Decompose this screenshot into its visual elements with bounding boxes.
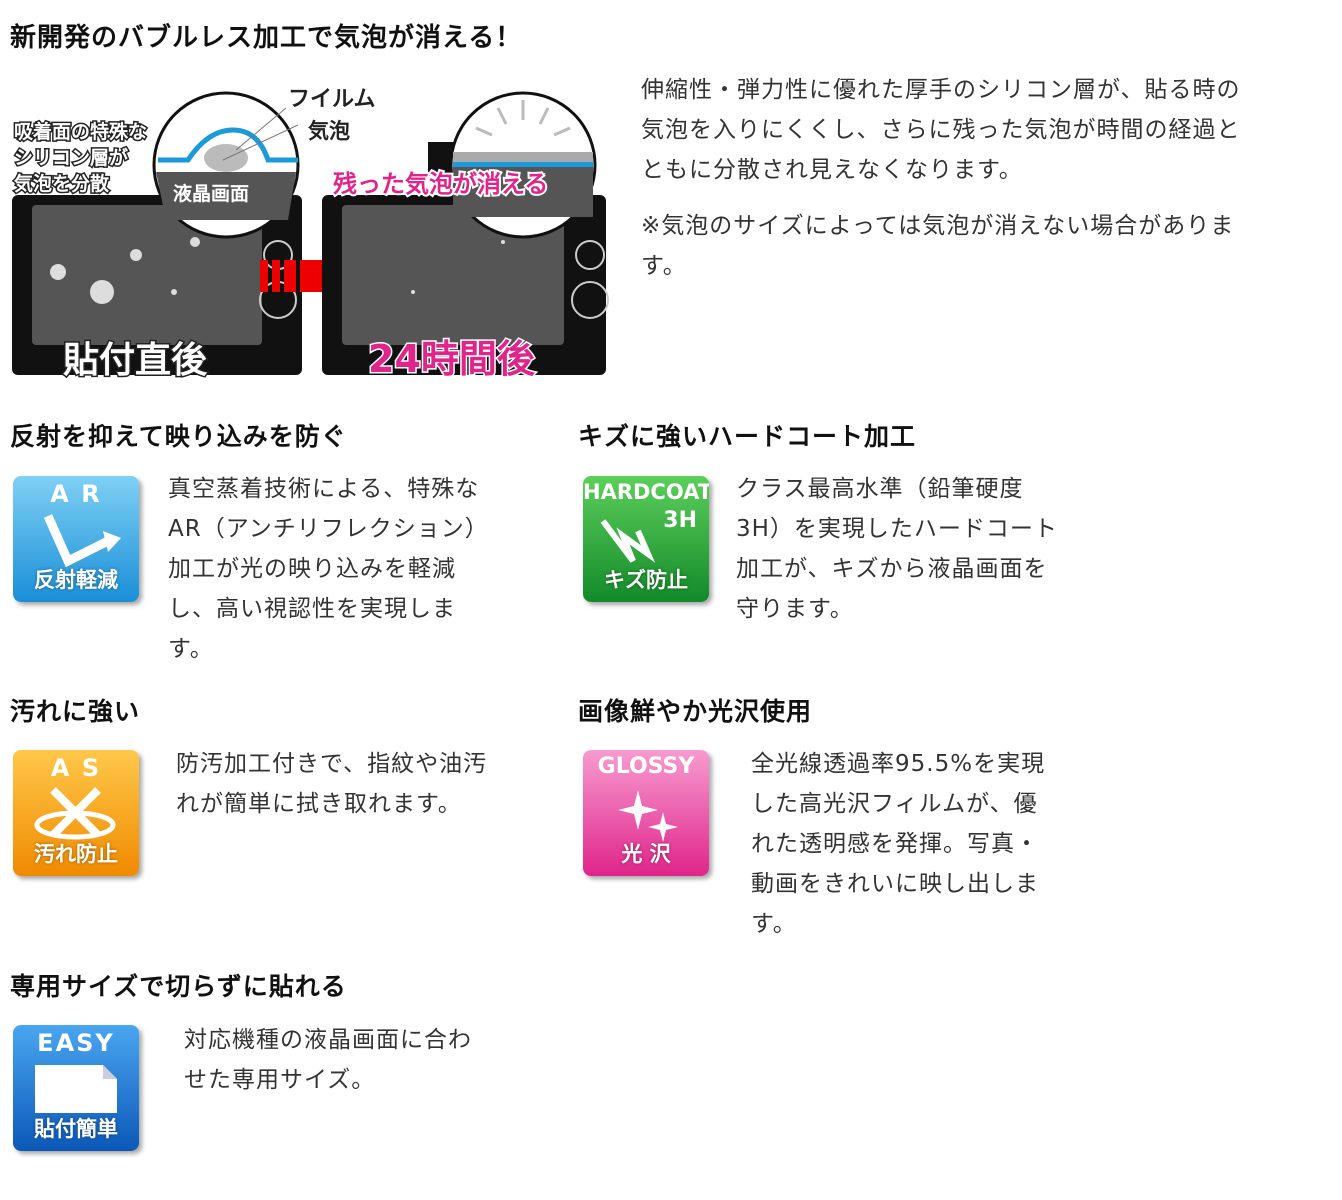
after-label: 24時間後	[368, 337, 536, 381]
note-line: ※気泡のサイズによっては気泡が消えない場合がありま	[641, 213, 1235, 239]
page-title: 新開発のバブルレス加工で気泡が消える！	[10, 23, 523, 53]
feature-heading-easy: 専用サイズで切らずに貼れる	[10, 972, 347, 1001]
intro-line: 伸縮性・弾力性に優れた厚手のシリコン層が、貼る時の	[641, 77, 1241, 103]
feature-heading-hardcoat: キズに強いハードコート加工	[578, 422, 917, 451]
before-label: 貼付直後	[63, 340, 208, 381]
silicone-note-line: 気泡を分散	[14, 172, 109, 195]
bubble-label: 気泡	[308, 119, 350, 143]
easy-fit-icon: EASY 貼付簡単	[13, 1025, 139, 1151]
glossy-icon: GLOSSY 光 沢	[583, 750, 709, 876]
silicone-note-line: シリコン層が	[14, 146, 128, 169]
note-line: す。	[641, 253, 687, 279]
lcd-label: 液晶画面	[173, 182, 249, 205]
film-label: フイルム	[288, 87, 376, 112]
feature-text-antistain: 防汚加工付きで、指紋や油汚れが簡単に拭き取れます。	[176, 751, 488, 817]
feature-text-easy: 対応機種の液晶画面に合わせた専用サイズ。	[184, 1027, 472, 1093]
feature-heading-antistain: 汚れに強い	[10, 697, 141, 726]
intro-text: 伸縮性・弾力性に優れた厚手のシリコン層が、貼る時の 気泡を入りにくくし、さらに残…	[641, 70, 1241, 286]
feature-heading-ar: 反射を抑えて映り込みを防ぐ	[10, 422, 347, 451]
antistain-icon: A S 汚れ防止	[13, 750, 139, 876]
disappear-label: 残った気泡が消える	[333, 170, 548, 198]
intro-line: ともに分散され見えなくなります。	[641, 157, 1023, 183]
bubble-illustration: 液晶画面 フイルム 気泡 吸着面の特殊な シリコン層が 気泡を分散 貼付直後 残…	[12, 87, 609, 383]
feature-text-glossy: 全光線透過率95.5%を実現した高光沢フィルムが、優れた透明感を発揮。写真・動画…	[751, 751, 1046, 937]
ar-reflection-icon: A R 反射軽減	[13, 476, 139, 602]
silicone-note-line: 吸着面の特殊な	[14, 120, 147, 143]
hardcoat-icon: HARDCOAT 3H キズ防止	[583, 476, 709, 602]
feature-heading-glossy: 画像鮮やか光沢使用	[578, 697, 813, 726]
intro-line: 気泡を入りにくくし、さらに残った気泡が時間の経過と	[641, 117, 1241, 143]
